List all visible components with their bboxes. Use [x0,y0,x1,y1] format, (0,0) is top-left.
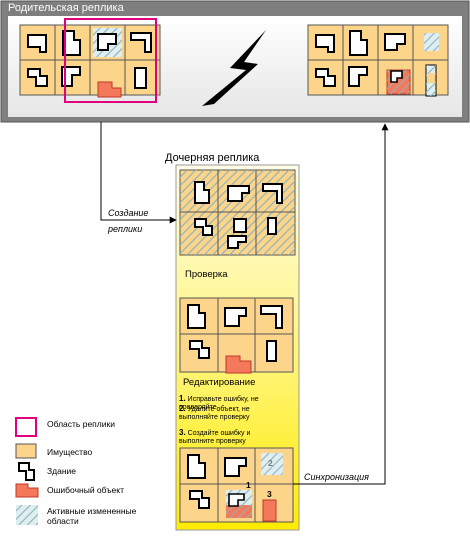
child-replica-title: Дочерняя реплика [165,152,260,164]
cell-number-2: 2 [268,458,273,468]
legend-error-feature: Ошибочный объект [47,485,124,495]
validation-error-feature [225,355,252,374]
editing-dirty-areas [226,453,283,522]
validation-heading: Проверка [185,269,228,280]
step-3-number: 3. [179,428,186,437]
step-1-text: Исправьте ошибку, не проверяйте [179,396,259,412]
parent-replica-area-outline [64,18,157,103]
legend-icons [15,417,39,525]
create-replica-label-line2: реплики [108,224,143,234]
editing-heading: Редактирование [183,377,256,388]
step-1: 1.Исправьте ошибку, не проверяйте [179,394,287,413]
editing-buildings [187,454,247,509]
parcel-icon [15,443,37,459]
step-1-number: 1. [179,394,186,403]
validation-buildings [187,304,283,362]
cell-number-1: 1 [246,480,251,490]
building-icon [18,462,35,481]
legend-parcel: Имущество [47,447,93,457]
parent-replica-title: Родительская реплика [8,2,124,14]
parent-left-dirty-area [93,28,122,57]
parent-left-error-feature [97,81,122,98]
legend-replica-area: Область реплики [47,419,115,429]
legend-building: Здание [47,466,76,476]
create-replica-arrow [100,122,177,224]
error-feature-icon [15,483,39,498]
synchronize-label: Синхронизация [304,472,369,482]
replica-area-icon [15,417,37,437]
lightning-bolt-icon [202,30,266,106]
parent-left-buildings [27,30,152,89]
parent-right-buildings [315,30,406,87]
cell-number-3: 3 [267,489,272,499]
step-2: 2.Удалите объект, не выполняйте проверку [179,404,287,423]
parent-right-dirty-areas [386,33,439,97]
step-3: 3.Создайте ошибку и выполните проверку [179,428,287,447]
synchronize-arrow [293,123,389,485]
child-top-grid [179,169,296,256]
create-replica-label-line1: Создание [108,208,149,218]
step-2-text: Удалите объект, не выполняйте проверку [179,406,250,422]
step-3-text: Создайте ошибку и выполните проверку [179,430,251,446]
step-2-number: 2. [179,404,186,413]
legend-dirty-area: Активные измененные области [47,506,137,527]
